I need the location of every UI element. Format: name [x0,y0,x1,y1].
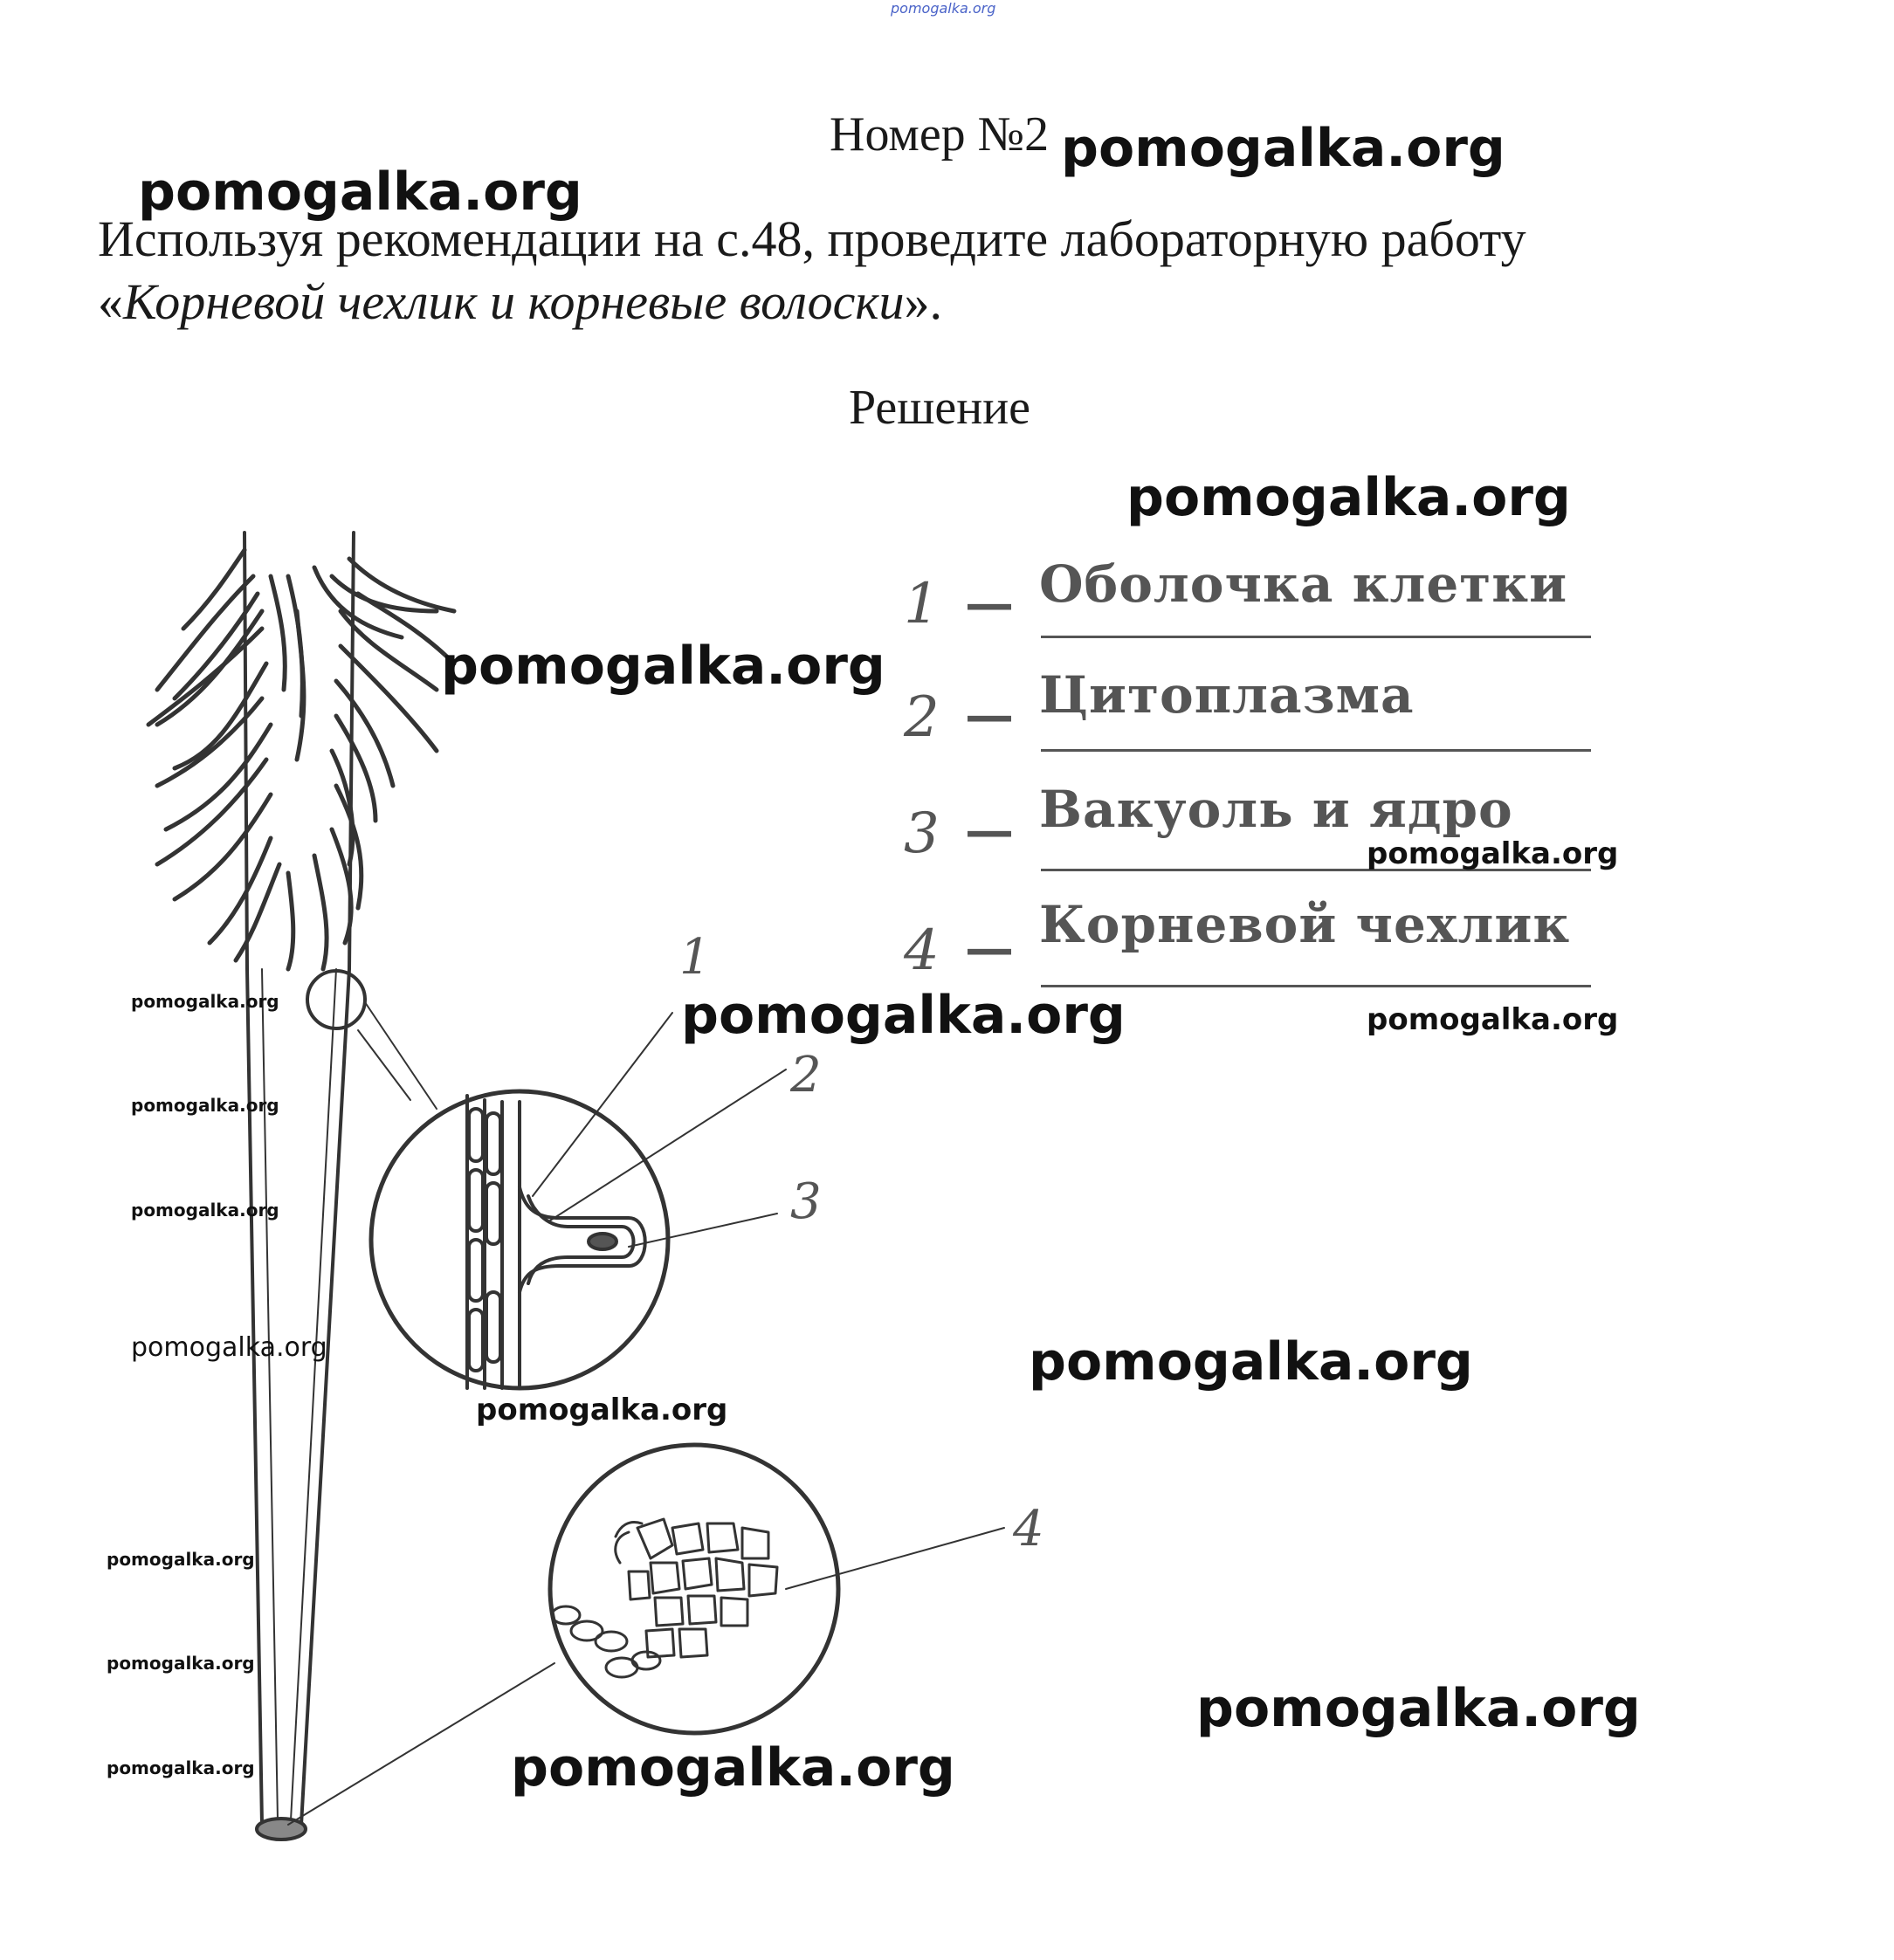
root-cap-cells [550,1517,779,1679]
watermark: pomogalka.org [1196,1678,1641,1739]
magnified-cells [465,1094,647,1390]
task-line-1: Используя рекомендации на с.48, проведит… [98,210,1526,267]
watermark: pomogalka.org [107,1757,255,1778]
root-right-edge [300,531,355,1826]
answer-underline [1041,985,1591,987]
figure-label-3: 3 [790,1173,822,1230]
watermark: pomogalka.org [1126,467,1571,528]
watermark: pomogalka.org [511,1737,955,1798]
figure-label-2: 2 [789,1047,822,1104]
answer-text: Цитоплазма [1039,665,1415,725]
answer-text: Вакуоль и ядро [1039,780,1513,839]
root-left-edge [243,531,264,1826]
top-watermark: pomogalka.org [891,0,996,17]
watermark: pomogalka.org [476,1393,728,1427]
answer-dash: — [965,801,1015,859]
answer-underline [1041,749,1591,752]
magnified-root-cap [548,1442,841,1736]
watermark: pomogalka.org [1061,118,1505,179]
watermark: pomogalka.org [681,985,1126,1046]
watermark: pomogalka.org [1367,836,1619,871]
answer-underline [1041,636,1591,638]
answer-text: Оболочка клетки [1039,554,1568,614]
watermark: pomogalka.org [131,1095,279,1116]
watermark: pomogalka.org [1029,1331,1473,1393]
watermark: pomogalka.org [131,991,279,1012]
watermark: pomogalka.org [107,1653,255,1674]
answer-underline [1041,869,1591,871]
root-tip [255,1817,307,1841]
task-line-2: «Корневой чехлик и корневые волоски». [98,273,943,330]
answer-dash: — [965,919,1015,977]
solution-heading: Решение [849,381,1031,435]
root-hairs [146,547,457,972]
answer-number: 2 [904,685,940,750]
answer-dash: — [965,686,1015,744]
watermark: pomogalka.org [131,1200,279,1221]
lab-work-title: Корневой чехлик и корневые волоски [123,273,905,330]
watermark: pomogalka.org [441,636,885,697]
leader-line-3 [628,1213,778,1248]
answer-number: 1 [904,572,940,636]
leader-line-1 [532,1012,673,1197]
figure-label-1: 1 [679,929,711,986]
answer-number: 3 [904,801,940,866]
watermark: pomogalka.org [1367,1002,1619,1037]
watermark: pomogalka.org [107,1549,255,1570]
leader-line-2 [549,1069,787,1221]
zoom-marker-hairs [306,969,367,1030]
figure-label-4: 4 [1012,1501,1044,1558]
answer-text: Корневой чехлик [1039,895,1571,954]
page-title: Номер №2 [830,107,1050,162]
watermark: pomogalka.org [131,1332,327,1363]
answer-number: 4 [904,918,940,983]
answer-dash: — [965,574,1015,632]
leader-line-4 [785,1527,1005,1590]
watermark: pomogalka.org [138,162,582,223]
